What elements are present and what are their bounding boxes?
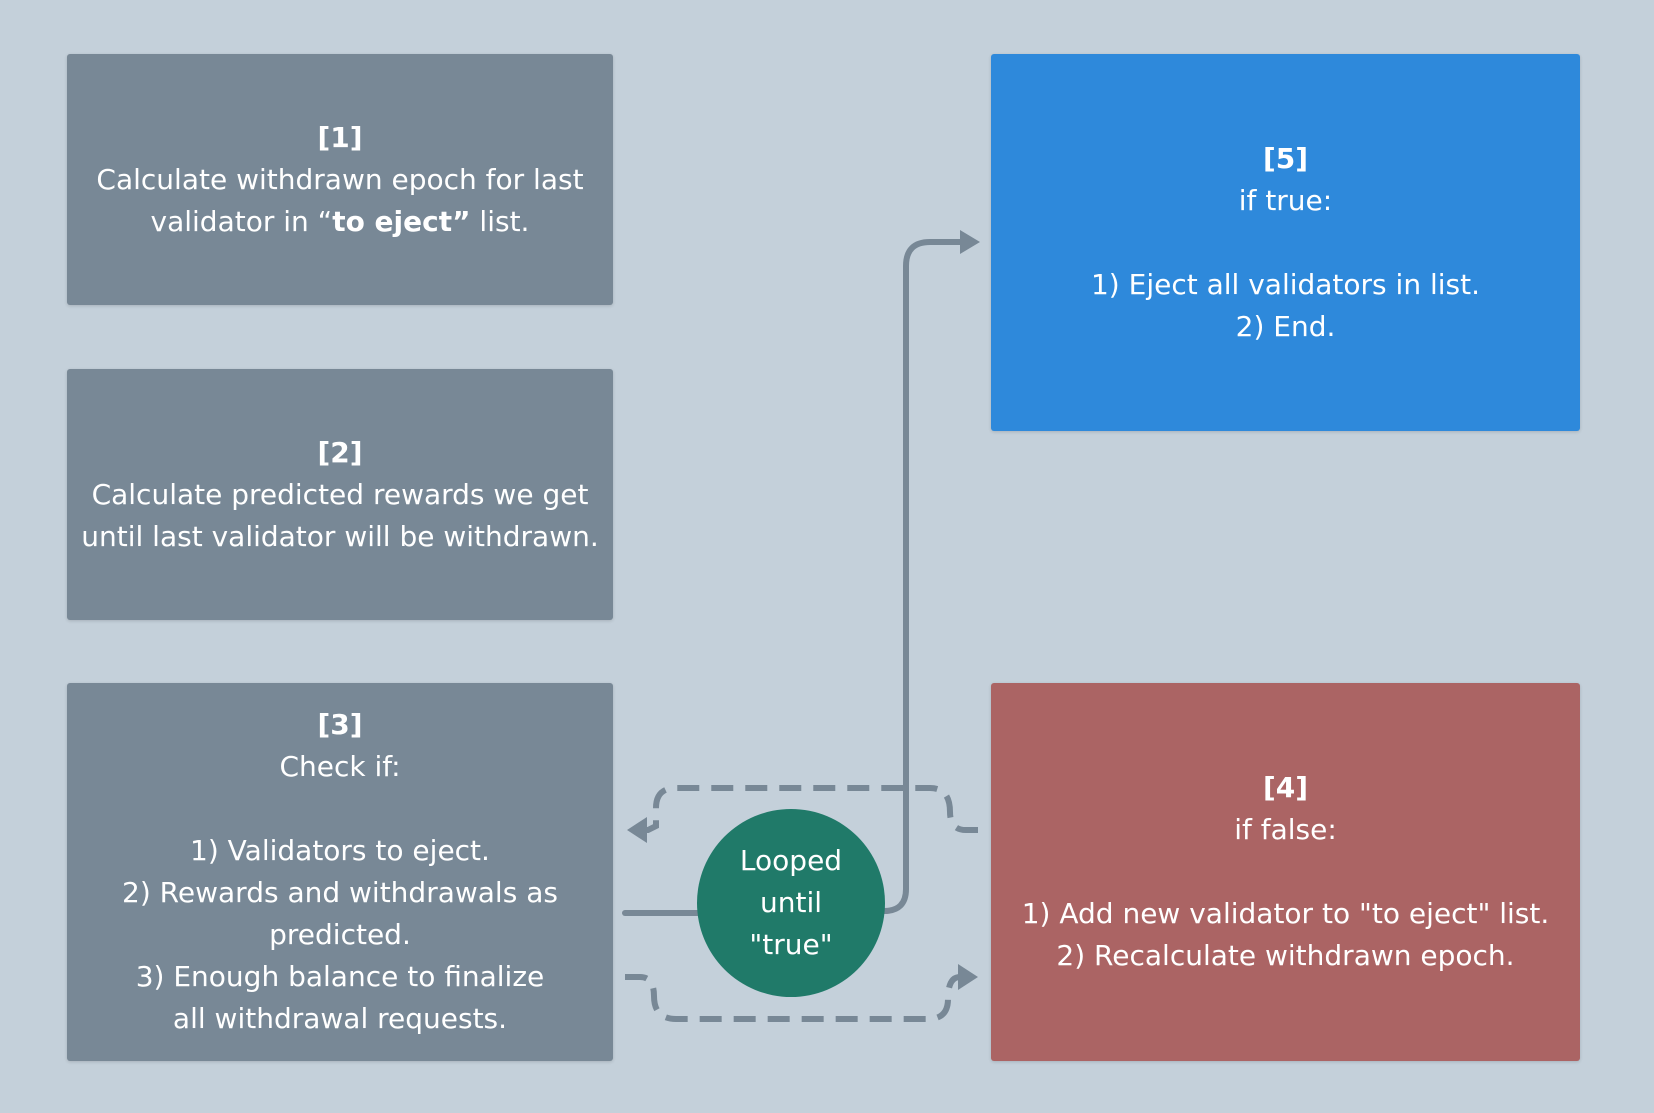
step-4-item-1: 1) Add new validator to "to eject" list. <box>1021 897 1550 930</box>
step-3-box: [3] Check if: 1) Validators to eject. 2)… <box>67 683 613 1061</box>
step-5-item-1: 1) Eject all validators in list. <box>1090 267 1480 301</box>
step-1-text-line2-pre: validator in “ <box>150 204 333 238</box>
loop-line1: Looped <box>739 844 843 877</box>
step-5-box: [5] if true: 1) Eject all validators in … <box>991 54 1580 431</box>
step-4-heading: if false: <box>1234 813 1337 846</box>
step-2-box: [2] Calculate predicted rewards we get u… <box>67 369 613 620</box>
step-3-item-2: 2) Rewards and withdrawals as predicted. <box>122 876 558 951</box>
connector-box3-to-box4-dashed <box>625 974 961 1022</box>
step-4-number: [4] <box>1262 771 1309 804</box>
step-3-heading: Check if: <box>279 750 401 783</box>
step-1-text-line1: Calculate withdrawn epoch for last <box>96 162 584 196</box>
step-1-text-line2-post: list. <box>470 204 530 238</box>
step-4-item-2: 2) Recalculate withdrawn epoch. <box>1056 939 1515 972</box>
step-3-item-3: 3) Enough balance to finalize all withdr… <box>135 960 545 1035</box>
step-4-box: [4] if false: 1) Add new validator to "t… <box>991 683 1580 1061</box>
step-2-number: [2] <box>317 435 363 469</box>
connector-loop-to-box5 <box>881 239 965 914</box>
step-1-number: [1] <box>317 120 363 154</box>
step-3-item-1: 1) Validators to eject. <box>190 834 490 867</box>
arrowhead-to-box4 <box>958 964 978 990</box>
step-1-box: [1] Calculate withdrawn epoch for last v… <box>67 54 613 305</box>
step-3-number: [3] <box>317 708 363 741</box>
step-5-item-2: 2) End. <box>1235 309 1336 343</box>
step-5-heading: if true: <box>1238 183 1333 217</box>
step-1-text-line2-bold: to eject” <box>332 204 471 238</box>
arrowhead-to-box5 <box>960 230 980 254</box>
arrowhead-to-box3 <box>627 817 647 843</box>
step-2-text-line2: until last validator will be withdrawn. <box>81 519 599 553</box>
loop-line3: "true" <box>749 928 833 961</box>
loop-line2: until <box>759 886 823 919</box>
step-5-number: [5] <box>1262 141 1309 175</box>
loop-circle: Looped until "true" <box>697 809 885 997</box>
step-2-text-line1: Calculate predicted rewards we get <box>91 477 589 511</box>
connector-box4-to-box3-dashed <box>644 785 978 833</box>
step-1-text-line2: validator in “to eject” list. <box>151 201 530 243</box>
